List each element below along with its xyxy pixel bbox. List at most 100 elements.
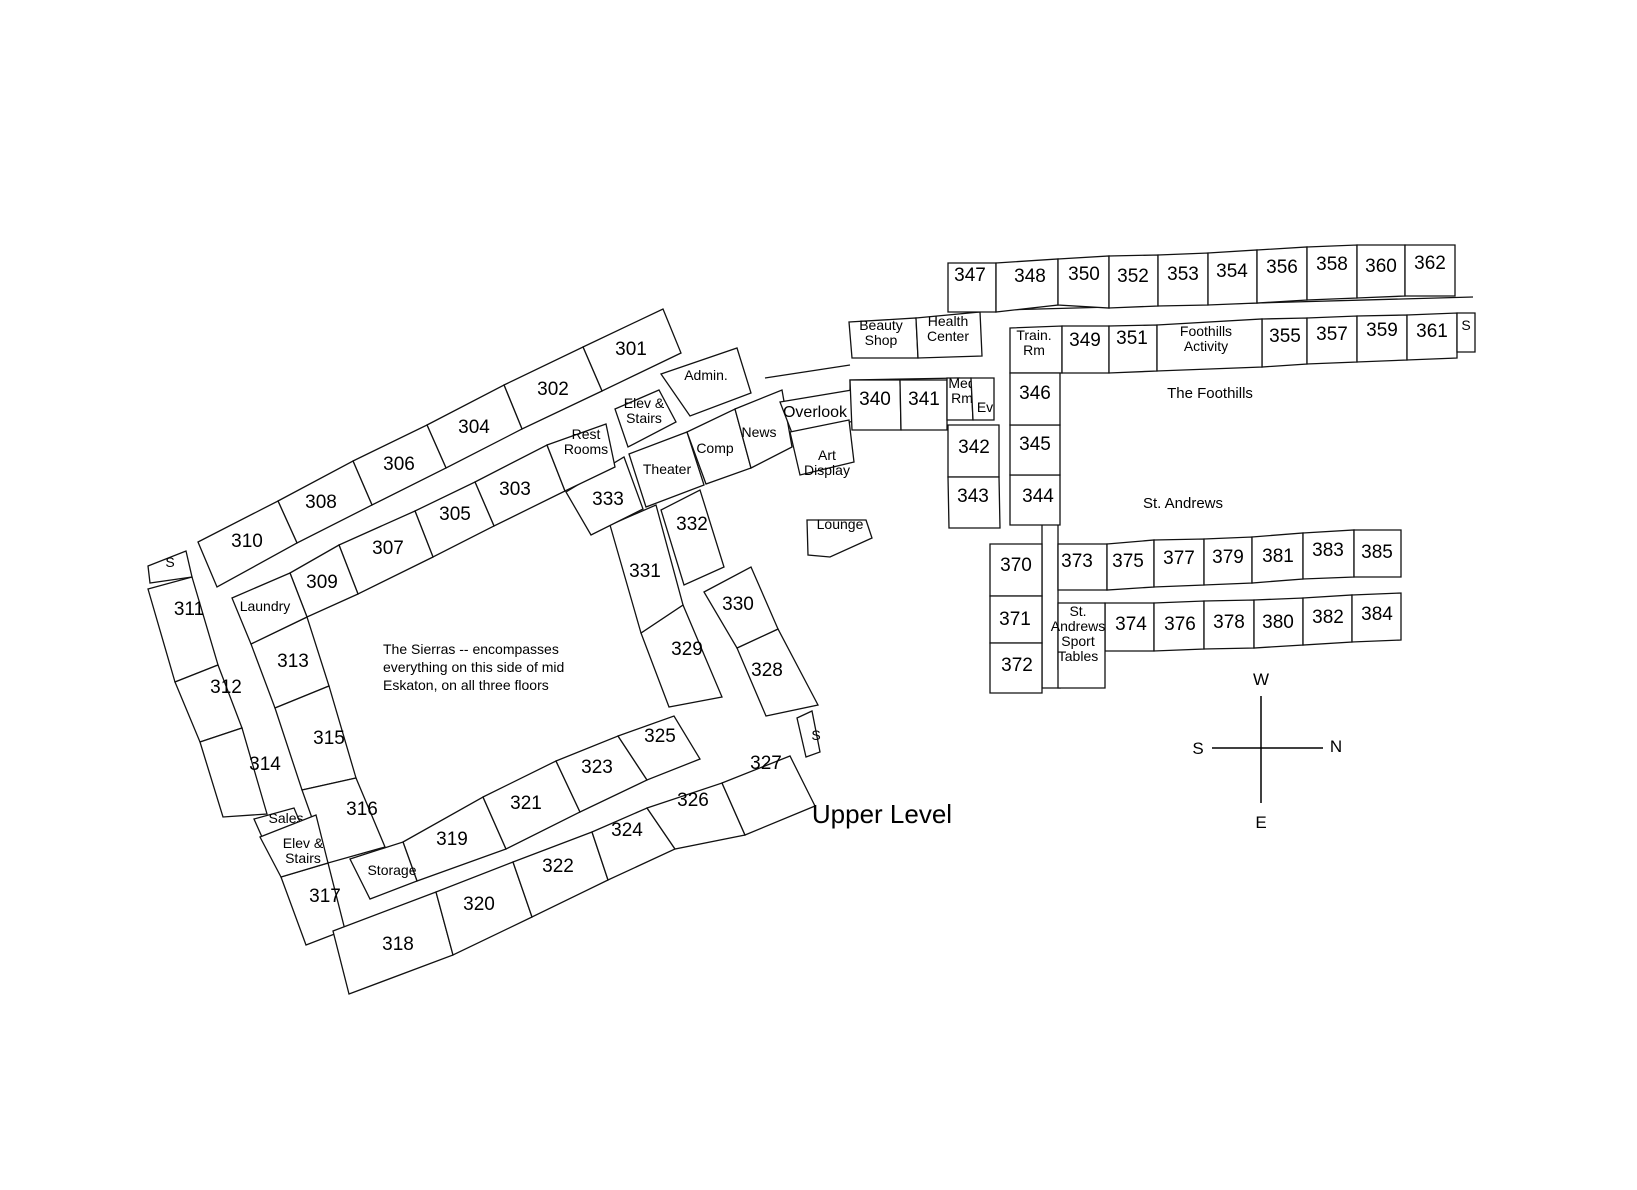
room-r342[interactable]: 342: [947, 424, 1000, 478]
room-r383[interactable]: 383: [1302, 529, 1355, 580]
room-ev[interactable]: Ev: [970, 377, 995, 421]
room-r323[interactable]: 323: [555, 735, 648, 813]
room-stairs-ne[interactable]: S: [1456, 312, 1476, 353]
room-r353[interactable]: 353: [1157, 252, 1209, 307]
room-r362[interactable]: 362: [1404, 244, 1456, 297]
room-r358[interactable]: 358: [1306, 244, 1358, 301]
room-r380[interactable]: 380: [1253, 597, 1304, 649]
room-outline[interactable]: [1406, 312, 1458, 361]
room-elev-north[interactable]: Elev &Stairs: [614, 389, 677, 448]
room-outline[interactable]: [259, 814, 329, 878]
room-r372[interactable]: 372: [989, 642, 1043, 694]
room-laundry[interactable]: Laundry: [231, 572, 308, 645]
room-r315[interactable]: 315: [274, 685, 357, 791]
room-r305[interactable]: 305: [414, 481, 495, 558]
room-outline[interactable]: [1353, 529, 1402, 578]
room-r374[interactable]: 374: [1104, 602, 1155, 652]
room-r349[interactable]: 349: [1061, 325, 1110, 374]
room-stairs-se[interactable]: S: [796, 710, 821, 758]
room-r370[interactable]: 370: [989, 543, 1043, 597]
room-theater[interactable]: Theater: [628, 431, 705, 508]
room-r348[interactable]: 348: [995, 258, 1059, 313]
room-outline[interactable]: [734, 389, 793, 469]
room-outline[interactable]: [660, 489, 725, 586]
room-r351[interactable]: 351: [1108, 324, 1158, 374]
room-outline[interactable]: [349, 841, 418, 900]
room-r371[interactable]: 371: [989, 595, 1043, 644]
room-outline[interactable]: [796, 710, 821, 758]
room-r325[interactable]: 325: [617, 715, 701, 781]
room-outline[interactable]: [609, 504, 684, 635]
room-r375[interactable]: 375: [1106, 539, 1155, 591]
room-r356[interactable]: 356: [1256, 246, 1308, 304]
room-r359[interactable]: 359: [1356, 314, 1408, 363]
room-storage[interactable]: Storage: [349, 841, 418, 900]
room-admin[interactable]: Admin.: [659, 347, 752, 417]
room-r331[interactable]: 331: [609, 504, 684, 635]
room-r304[interactable]: 304: [426, 384, 523, 469]
room-r378[interactable]: 378: [1203, 599, 1255, 650]
room-r379[interactable]: 379: [1203, 536, 1253, 586]
room-outline[interactable]: [659, 347, 752, 417]
room-r313[interactable]: 313: [250, 616, 330, 709]
room-r382[interactable]: 382: [1302, 594, 1353, 646]
room-outline[interactable]: [1456, 312, 1476, 353]
room-r384[interactable]: 384: [1351, 592, 1402, 643]
room-r312[interactable]: 312: [174, 664, 243, 743]
room-outline[interactable]: [947, 476, 1001, 529]
room-r310[interactable]: 310: [197, 500, 298, 588]
room-outline[interactable]: [806, 519, 873, 558]
room-train-rm[interactable]: Train.Rm: [1009, 325, 1063, 374]
room-r360[interactable]: 360: [1356, 244, 1406, 299]
room-outline[interactable]: [546, 423, 616, 492]
room-r302[interactable]: 302: [503, 346, 603, 430]
room-r347[interactable]: 347: [947, 262, 997, 313]
room-r377[interactable]: 377: [1153, 538, 1205, 588]
room-stairs-nw[interactable]: S: [147, 550, 193, 584]
room-r341[interactable]: 341: [899, 379, 948, 431]
room-lounge[interactable]: Lounge: [806, 516, 873, 558]
room-news[interactable]: News: [734, 389, 793, 469]
room-outline[interactable]: [721, 755, 816, 836]
room-outline[interactable]: [628, 431, 705, 508]
room-r343[interactable]: 343: [947, 476, 1001, 529]
room-r345[interactable]: 345: [1009, 424, 1061, 476]
room-r344[interactable]: 344: [1009, 474, 1061, 526]
room-outline[interactable]: [970, 377, 995, 421]
room-r311[interactable]: 311: [147, 576, 219, 683]
room-r309[interactable]: 309: [289, 544, 359, 618]
room-outline[interactable]: [614, 389, 677, 448]
room-outline[interactable]: [1404, 244, 1456, 297]
room-r354[interactable]: 354: [1207, 249, 1258, 306]
room-r317[interactable]: 317: [280, 862, 346, 946]
room-outline[interactable]: [789, 419, 855, 476]
room-outline[interactable]: [197, 500, 298, 588]
room-r352[interactable]: 352: [1108, 254, 1159, 309]
room-r357[interactable]: 357: [1306, 315, 1358, 365]
room-r376[interactable]: 376: [1153, 600, 1205, 652]
room-outline[interactable]: [231, 572, 308, 645]
room-outline[interactable]: [1009, 372, 1061, 426]
room-outline[interactable]: [703, 566, 779, 649]
room-outline[interactable]: [989, 642, 1043, 694]
room-r385[interactable]: 385: [1353, 529, 1402, 578]
room-comp[interactable]: Comp: [686, 408, 752, 485]
room-r361[interactable]: 361: [1406, 312, 1458, 361]
room-r327[interactable]: 327: [721, 753, 816, 836]
room-outline[interactable]: [915, 311, 983, 359]
room-outline[interactable]: [899, 379, 948, 431]
room-r333[interactable]: 333: [565, 456, 644, 536]
room-r326[interactable]: 326: [645, 782, 746, 850]
room-r355[interactable]: 355: [1261, 317, 1308, 368]
room-r314[interactable]: 314: [199, 727, 281, 818]
room-outline[interactable]: [1156, 318, 1263, 372]
room-elev-west[interactable]: Elev &Stairs: [259, 814, 329, 878]
room-r340[interactable]: 340: [849, 379, 902, 431]
room-outline[interactable]: [1351, 592, 1402, 643]
